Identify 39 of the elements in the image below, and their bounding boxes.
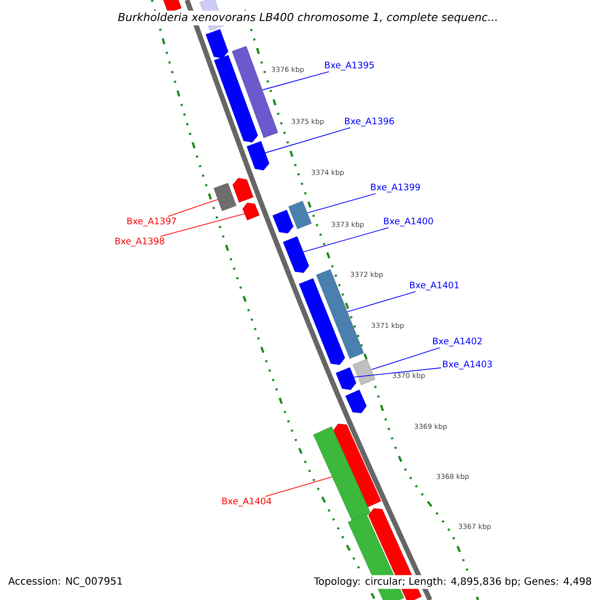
gene-bar [352, 358, 376, 386]
gene-block [214, 54, 258, 142]
gene-label: Bxe_A1401 [410, 282, 459, 290]
leader-line [347, 291, 416, 312]
leader-line [303, 227, 390, 252]
gene-block [345, 390, 367, 414]
leader-line [160, 213, 245, 237]
gene-block [206, 29, 228, 58]
gene-bar [288, 200, 312, 230]
gene-label: Bxe_A1400 [384, 218, 433, 226]
gene-label: Bxe_A1402 [433, 338, 482, 346]
summary-text: Topology: circular; Length: 4,895,836 bp; Genes: 4,498 [312, 575, 594, 589]
gene-block [332, 424, 382, 508]
gene-block [162, 0, 182, 14]
gene-label: Bxe_A1399 [371, 184, 420, 192]
gene-block [232, 178, 254, 203]
gene-block [246, 141, 270, 170]
gene-block [282, 236, 310, 273]
accession-text: Accession: NC_007951 [6, 575, 125, 589]
leader-line [168, 199, 218, 217]
leader-line [370, 347, 440, 370]
gene-label: Bxe_A1395 [325, 62, 374, 70]
gene-label: Bxe_A1403 [443, 360, 492, 370]
title: Burkholderia xenovorans LB400 chromosome 1, complete sequenc... [116, 10, 500, 26]
gene-label: Bxe_A1397 [127, 218, 176, 226]
leader-line [265, 127, 351, 154]
gene-label: Bxe_A1404 [222, 498, 272, 506]
leader-line [262, 71, 330, 90]
leader-line [307, 193, 376, 214]
leader-line [354, 367, 442, 378]
gene-bar [313, 426, 371, 522]
leader-line [265, 476, 333, 497]
gene-block [336, 367, 356, 390]
gene-bar [214, 182, 236, 212]
gene-block [298, 278, 346, 365]
gene-block [242, 202, 260, 220]
gene-label: Bxe_A1398 [115, 238, 164, 246]
gene-label: Bxe_A1396 [345, 118, 394, 126]
gene-block [272, 210, 294, 234]
